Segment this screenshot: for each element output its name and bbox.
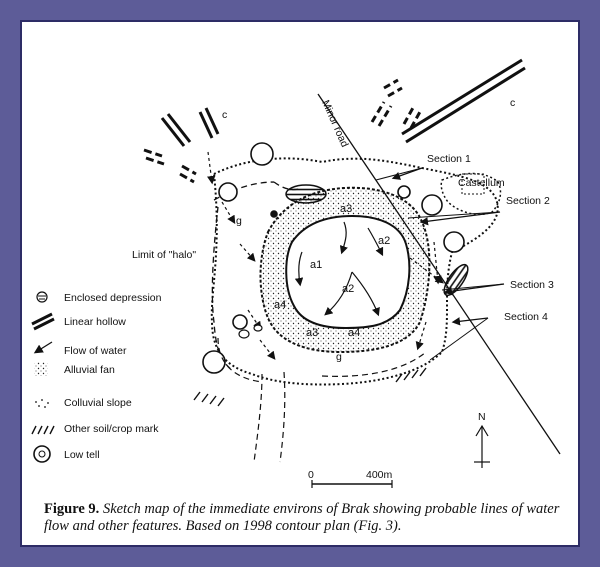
section-1-label: Section 1: [427, 153, 471, 165]
scale-bar: 0 400m: [308, 469, 393, 488]
legend-label: Alluvial fan: [64, 364, 115, 376]
low-tells: [202, 142, 465, 374]
linear-hollow-nw: [143, 107, 220, 184]
figure-caption-text: Sketch map of the immediate environs of …: [44, 501, 560, 534]
zone-label: a1: [310, 259, 322, 271]
legend-linear-hollow-symbol: [31, 312, 55, 331]
legend-label: Other soil/crop mark: [64, 423, 159, 435]
southern-contour: [217, 337, 427, 383]
scale-end-label: 400m: [366, 469, 393, 481]
zone-g-label: g: [236, 215, 242, 227]
zone-label: a3: [340, 203, 352, 215]
north-label: N: [478, 411, 486, 423]
linear-hollow-ne: [370, 58, 526, 144]
legend-alluvial-fan-symbol: [34, 362, 48, 376]
castellum-area: [440, 172, 502, 216]
soil-mark-north: [285, 184, 327, 204]
enclosed-depressions: [238, 324, 263, 339]
legend-enclosed-depression-symbol: [36, 291, 48, 303]
linear-hollow-label: c: [222, 109, 227, 121]
legend-colluvial-slope-symbol: [35, 399, 49, 408]
zone-label: a4: [348, 327, 360, 339]
section-4-label: Section 4: [504, 311, 548, 323]
soil-marks-south: [193, 367, 427, 407]
limit-halo-label: Limit of "halo": [132, 249, 196, 261]
castellum-label: Castellum: [458, 177, 505, 189]
section-2-label: Section 2: [506, 195, 550, 207]
mound-inner: [285, 214, 411, 330]
legend-flow-arrow-symbol: [33, 341, 53, 354]
sketch-map: a3 a2 a1 a2 a4 a3 a4: [31, 58, 561, 488]
legend-label: Colluvial slope: [64, 397, 132, 409]
legend-label: Flow of water: [64, 345, 127, 357]
zone-g-label: g: [336, 351, 342, 363]
legend: Enclosed depression Linear hollow Flow o…: [31, 291, 162, 463]
zone-label: a2: [378, 235, 390, 247]
minor-road: [317, 93, 561, 455]
linear-hollow-label: c: [510, 97, 515, 109]
halo-boundary: [210, 157, 499, 386]
soil-mark-east: [443, 263, 469, 297]
figure-caption: Figure 9. Sketch map of the immediate en…: [44, 501, 564, 535]
scale-start-label: 0: [308, 469, 314, 481]
legend-low-tell-symbol: [33, 445, 51, 463]
zone-label: a3: [306, 327, 318, 339]
legend-soil-crop-mark-symbol: [31, 425, 55, 435]
section-arrows: [391, 167, 505, 326]
legend-label: Enclosed depression: [64, 292, 162, 304]
section-3-label: Section 3: [510, 279, 554, 291]
north-arrow: N: [474, 411, 490, 468]
legend-label: Low tell: [64, 449, 100, 461]
zone-label: a2: [342, 283, 354, 295]
legend-label: Linear hollow: [64, 316, 126, 328]
southern-track: [253, 371, 286, 463]
mound-flow-arrows: [294, 221, 384, 317]
figure-frame: a3 a2 a1 a2 a4 a3 a4: [20, 20, 580, 547]
castellum-outline: [461, 173, 485, 195]
zone-label: a4: [274, 299, 286, 311]
minor-road-label: Minor road: [319, 98, 350, 149]
figure-number: Figure 9.: [44, 501, 100, 517]
